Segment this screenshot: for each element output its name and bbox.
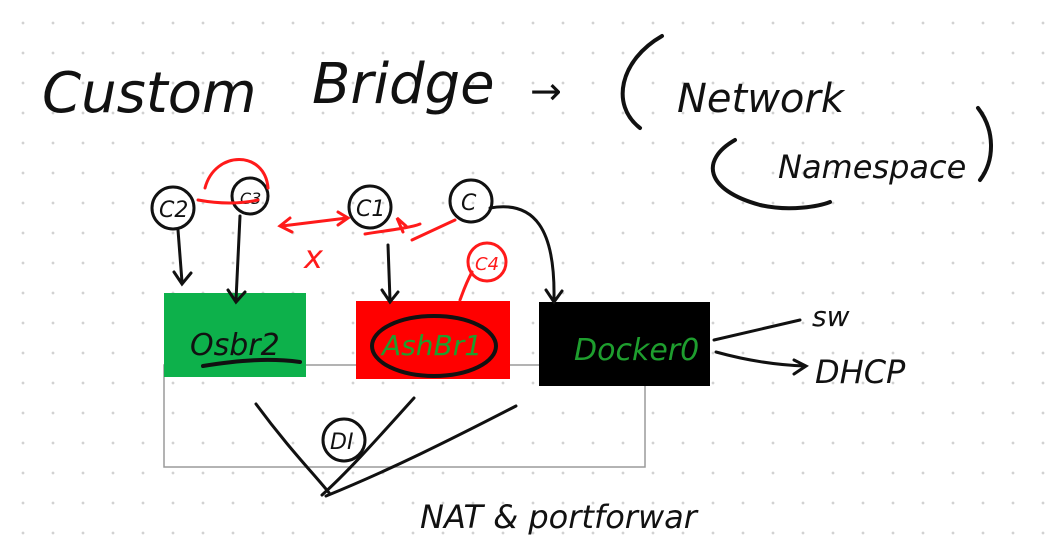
note-dhcp: DHCP <box>815 353 906 391</box>
title-custom: Custom <box>42 61 257 126</box>
bracket-lower-hook <box>710 138 832 211</box>
ashbr1-circle <box>370 314 498 378</box>
red-arrow-c3-c1 <box>277 210 351 234</box>
arrow-c3-to-osbr2 <box>226 214 247 305</box>
bracket-network: Network <box>677 76 846 122</box>
container-c-circle <box>448 178 494 224</box>
red-cross-diag <box>410 218 457 242</box>
container-c3-circle <box>230 176 270 216</box>
red-arrow-c-c1 <box>363 216 422 236</box>
bridge-docker0-label: Docker0 <box>574 333 699 368</box>
bracket-left-brace <box>620 34 664 130</box>
title-bridge: Bridge <box>312 52 495 117</box>
arrow-c2-to-osbr2 <box>172 228 193 287</box>
host-di-circle <box>321 417 367 463</box>
host-lines <box>254 396 518 498</box>
container-c2-circle <box>150 185 196 231</box>
note-sw: sw <box>812 300 850 333</box>
c2-c3-red-link-2 <box>196 198 260 205</box>
bridge-ashbr1-box <box>356 301 510 379</box>
container-c4-circle <box>466 241 508 283</box>
arrow-c-to-docker0 <box>488 205 564 305</box>
container-c2-label: C2 <box>159 198 188 223</box>
container-c3-label: C3 <box>240 189 261 208</box>
arrow-c1-to-ashbr1 <box>380 243 400 305</box>
container-c1-circle <box>347 184 393 230</box>
c2-c3-red-link <box>203 158 270 190</box>
title-arrow: → <box>530 69 562 113</box>
bridge-docker0-box <box>539 302 710 386</box>
container-c-label: C <box>461 191 477 216</box>
c4-link-to-ashbr1 <box>458 270 474 302</box>
red-cross-mark: x <box>303 238 324 276</box>
bracket-right-paren <box>976 106 993 182</box>
bridge-ashbr1-label: AshBr1 <box>380 329 482 362</box>
host-di-label: DI <box>330 430 353 455</box>
note-nat-portforwarding: NAT & portforwar <box>420 498 699 536</box>
bracket-namespace: Namespace <box>778 148 966 186</box>
osbr2-underline <box>201 357 302 368</box>
container-c1-label: C1 <box>356 197 385 222</box>
bridge-osbr2-label: Osbr2 <box>190 328 280 363</box>
container-c4-label: C4 <box>475 254 499 275</box>
docker0-note-lines <box>712 318 809 376</box>
